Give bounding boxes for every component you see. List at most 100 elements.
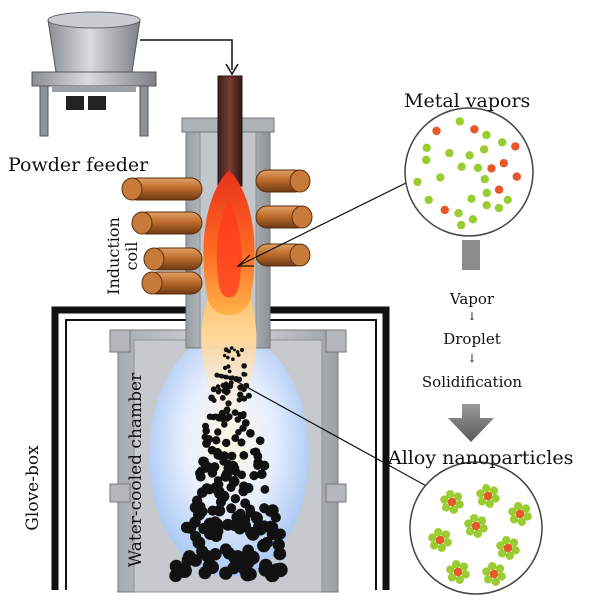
particle: [241, 363, 247, 369]
particle: [240, 555, 255, 570]
particle: [212, 524, 223, 535]
particle: [252, 448, 261, 457]
particle: [223, 366, 227, 370]
particle: [214, 428, 221, 435]
cluster-atom: [438, 544, 446, 552]
vapor-atom: [500, 159, 508, 167]
particle: [225, 400, 231, 406]
metal-vapors-icon: [405, 108, 533, 236]
cluster-core: [454, 568, 462, 576]
process-arrow-icon: [448, 404, 494, 442]
particle: [223, 354, 226, 357]
induction-coil-label-line2: coil: [123, 206, 141, 306]
process-step-solidification: Solidification: [402, 373, 542, 391]
induction-coil-label: Induction coil: [105, 206, 141, 306]
cluster-atom: [446, 490, 454, 498]
particle: [233, 349, 236, 352]
cluster-atom: [456, 576, 464, 584]
powder-feeder-label: Powder feeder: [8, 154, 148, 176]
particle: [221, 472, 231, 482]
process-step-arrow-icon: ↓: [402, 310, 542, 323]
vapor-atom: [456, 117, 464, 125]
vapor-atom: [480, 145, 488, 153]
particle: [237, 377, 242, 382]
particle: [273, 539, 285, 551]
vapor-atom: [413, 178, 421, 186]
metal-vapors-label: Metal vapors: [404, 90, 530, 112]
particle: [211, 398, 216, 403]
particle: [222, 439, 230, 447]
particle: [265, 506, 275, 516]
vapor-atom: [474, 164, 482, 172]
particle: [221, 388, 227, 394]
vapor-atom: [436, 173, 444, 181]
vapor-atom: [483, 189, 491, 197]
cluster-atom: [452, 560, 460, 568]
vapor-atom: [454, 209, 462, 217]
particle: [239, 412, 246, 419]
particle: [270, 563, 283, 576]
vapor-atom: [481, 175, 489, 183]
cluster-atom: [450, 506, 458, 514]
particle: [231, 357, 235, 361]
vapor-atom: [465, 151, 473, 159]
particle: [214, 505, 226, 517]
particle: [199, 566, 212, 579]
particle: [256, 436, 265, 445]
particle: [197, 467, 205, 475]
particle: [202, 483, 213, 494]
particle: [212, 436, 220, 444]
cluster-atom: [502, 536, 510, 544]
process-step-vapor: Vapor: [402, 290, 542, 308]
vapor-atom: [432, 127, 440, 135]
vapor-connector: [462, 240, 480, 270]
particle: [254, 523, 266, 535]
vapor-atom: [470, 125, 478, 133]
vapor-atom: [487, 164, 495, 172]
particle: [190, 531, 201, 542]
particle: [237, 397, 242, 402]
cluster-atom: [518, 518, 526, 526]
particle: [224, 347, 229, 352]
particle: [220, 543, 232, 555]
vapor-atom: [441, 206, 449, 214]
vapor-atom: [511, 142, 519, 150]
cluster-atom: [470, 514, 478, 522]
particle: [265, 521, 277, 533]
particle: [242, 545, 254, 557]
cluster-atom: [434, 528, 442, 536]
vapor-atom: [469, 215, 477, 223]
particle: [238, 439, 246, 447]
vapor-atom: [495, 204, 503, 212]
particle: [251, 512, 263, 524]
alloy-nanoparticles-label: Alloy nanoparticles: [388, 447, 573, 469]
particle: [202, 423, 209, 430]
particle: [211, 485, 220, 494]
cluster-core: [516, 510, 524, 518]
particle: [241, 396, 247, 402]
vapor-atom: [458, 163, 466, 171]
particle: [239, 451, 248, 460]
particle: [254, 462, 262, 470]
vapor-atom: [483, 201, 491, 209]
particle: [230, 464, 240, 474]
vapor-atom: [504, 196, 512, 204]
particle: [230, 346, 234, 350]
cluster-core: [472, 522, 480, 530]
particle: [226, 356, 230, 360]
particle: [193, 509, 205, 521]
particle: [221, 421, 228, 428]
particle: [181, 522, 192, 533]
cluster-atom: [492, 578, 500, 586]
cluster-atom: [514, 502, 522, 510]
particle: [261, 485, 270, 494]
particle: [216, 384, 221, 389]
glove-box-label: Glove-box: [23, 433, 43, 543]
particle: [275, 529, 286, 540]
vapor-atom: [445, 149, 453, 157]
cluster-core: [484, 492, 492, 500]
cluster-atom: [486, 500, 494, 508]
particle: [243, 372, 247, 376]
particle: [220, 395, 226, 401]
particle: [210, 462, 220, 472]
